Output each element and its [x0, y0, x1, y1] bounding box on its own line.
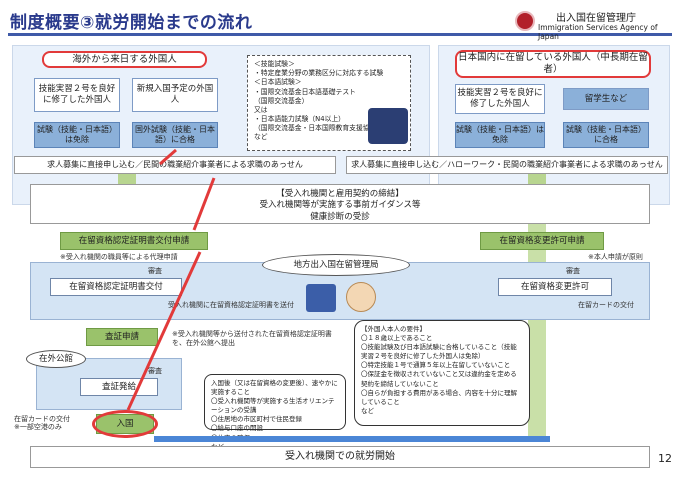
card-issue-right-note: 在留カードの交付: [578, 301, 634, 309]
agency-logo: [515, 11, 535, 31]
requirement-item: 〇保証金を徴収されていないこと又は違約金を定める契約を締結していないこと: [361, 370, 517, 388]
coe-application: 在留資格認定証明書交付申請: [60, 232, 208, 250]
right-exam-exempt: 試験（技能・日本語）は免除: [455, 122, 545, 148]
left-exam-passed: 国外試験（技能・日本語）に合格: [132, 122, 218, 148]
support-item: 〇給与口座の開設: [211, 424, 263, 433]
visa-application: 査証申請: [86, 328, 158, 346]
right-student-source: 留学生など: [563, 88, 649, 110]
requirement-item: など: [361, 406, 374, 415]
requirement-item: 〇１８歳以上であること: [361, 334, 433, 343]
agency-name-jp: 出入国在留管理庁: [556, 13, 636, 24]
right-exam-passed: 試験（技能・日本語）に合格: [563, 122, 649, 148]
requirement-item: 〇特定技能１号で通算５年以上在留していないこと: [361, 361, 511, 370]
change-application: 在留資格変更許可申請: [480, 232, 604, 250]
exam-list-line: ＜日本語試験＞: [254, 78, 302, 87]
embassy-label: 在外公館: [26, 350, 86, 368]
entry-highlight-circle: [92, 410, 158, 438]
visa-issuance: 査証発給: [80, 378, 158, 396]
welder-illustration: [368, 108, 408, 144]
support-item: 〇住居地の市区町村で住民登録: [211, 415, 302, 424]
coe-application-note: ※受入れ機関の職員等による代理申請: [60, 253, 178, 261]
requirement-item: 〇自らが負担する費用がある場合、内容を十分に理解していること: [361, 388, 517, 406]
requirement-item: 〇技能試験及び日本語試験に合格していること（技能実習２号を良好に修了した外国人は…: [361, 343, 517, 361]
start-work-bar: 受入れ機関での就労開始: [30, 446, 650, 468]
title-divider: [8, 33, 672, 36]
contract-title: 【受入れ機関と雇用契約の締結】: [276, 189, 404, 199]
right-trainee-source: 技能実習２号を良好に修了した外国人: [455, 84, 545, 114]
left-trainee-source: 技能実習２号を良好に修了した外国人: [34, 78, 120, 112]
red-arrow: [126, 251, 202, 411]
requirements-heading: 【外国人本人の要件】: [361, 325, 426, 333]
flow-arrow: [528, 174, 546, 184]
contract-box: 【受入れ機関と雇用契約の締結】 受入れ機関等が実施する事前ガイダンス等 健康診断…: [30, 184, 650, 224]
officer-illustration: [346, 282, 376, 312]
red-arrow: [159, 148, 177, 166]
agency-name-en: Immigration Services Agency of Japan: [538, 23, 658, 41]
review-label-left: 審査: [148, 267, 162, 275]
change-application-note: ※本人申請が原則: [588, 253, 643, 261]
exam-list-line: 又は: [254, 105, 268, 114]
page-title: 制度概要③就労開始までの流れ: [10, 13, 253, 33]
exam-list-line: （国際交流基金・日本国際教育支援協会）: [254, 124, 384, 133]
coe-send-note: 受入れ機関に在留資格認定証明書を送付: [168, 301, 294, 309]
left-newcomer-source: 新規入国予定の外国人: [132, 78, 218, 112]
change-permission: 在留資格変更許可: [498, 278, 612, 296]
page-number: 12: [658, 452, 672, 465]
domestic-header: 日本国内に在留している外国人（中長期在留者）: [455, 50, 651, 78]
contract-health-check: 健康診断の受診: [310, 211, 370, 222]
connecting-arrow: [154, 436, 550, 442]
recruit-left-bar: 求人募集に直接申し込む／民間の職業紹介事業者による求職のあっせん: [14, 156, 336, 174]
coe-issuance: 在留資格認定証明書交付: [50, 278, 182, 296]
overseas-header: 海外から来日する外国人: [42, 51, 207, 68]
bureau-building-illustration: [306, 284, 336, 312]
entry-card-note: 在留カードの交付: [14, 415, 70, 423]
recruit-right-bar: 求人募集に直接申し込む／ハローワーク・民間の職業紹介事業者による求職のあっせん: [346, 156, 668, 174]
support-heading: 入国後（又は在留資格の変更後）、速やかに実施すること: [211, 379, 338, 397]
entry-airport-note: ※一部空港のみ: [14, 423, 62, 431]
review-label-right: 審査: [566, 267, 580, 275]
contract-guidance: 受入れ機関等が実施する事前ガイダンス等: [259, 200, 421, 211]
requirements-box: 【外国人本人の要件】 〇１８歳以上であること 〇技能試験及び日本語試験に合格して…: [354, 320, 530, 426]
visa-application-note: ※受入れ機関等から送付された在留資格認定証明書を、在外公館へ提出: [172, 330, 332, 348]
exam-list-line: ・特定産業分野の業務区分に対応する試験: [254, 69, 384, 78]
exam-list-line: ・国際交流基金日本語基礎テスト: [254, 87, 356, 96]
exam-list-line: など: [254, 133, 268, 142]
left-exam-exempt: 試験（技能・日本語）は免除: [34, 122, 120, 148]
review-label-embassy: 審査: [148, 367, 162, 375]
support-box: 入国後（又は在留資格の変更後）、速やかに実施すること 〇受入れ機関等が実施する生…: [204, 374, 346, 451]
exam-list-heading: ＜技能試験＞: [254, 60, 295, 68]
flow-arrow: [118, 174, 136, 184]
exam-list-line: （国際交流基金）: [254, 96, 309, 105]
bureau-label: 地方出入国在留管理局: [262, 254, 410, 276]
exam-list-line: ・日本語能力試験（N4以上）: [254, 115, 345, 124]
red-arrow: [192, 177, 216, 231]
support-item: 〇受入れ機関等が実施する生活オリエンテーションの受講: [211, 397, 335, 415]
